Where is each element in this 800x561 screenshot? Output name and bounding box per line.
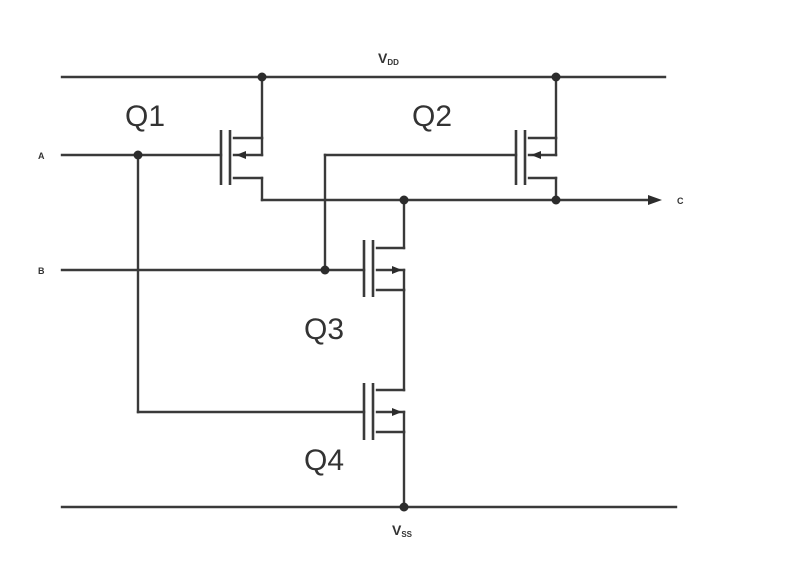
q4-label: Q4 <box>304 444 344 477</box>
q2-label: Q2 <box>412 100 452 133</box>
junction-dot <box>399 195 409 205</box>
q1-label: Q1 <box>125 100 165 133</box>
input-b-net <box>60 153 518 272</box>
transistor-q4 <box>362 383 406 509</box>
transistor-q3 <box>362 198 406 392</box>
junction-dot <box>257 72 267 82</box>
port-b-label: B <box>38 266 45 276</box>
vdd-label: VDD <box>378 50 399 67</box>
port-a-label: A <box>38 151 45 161</box>
input-a-net <box>60 153 366 414</box>
junction-dot <box>551 72 561 82</box>
vss-label: VSS <box>392 522 413 539</box>
output-arrow <box>648 195 662 205</box>
junction-dot <box>320 265 330 275</box>
junction-dot <box>133 150 143 160</box>
transistor-q2 <box>514 75 558 202</box>
junction-dot <box>551 195 561 205</box>
junction-dot <box>399 502 409 512</box>
transistor-q1 <box>219 75 264 202</box>
q3-label: Q3 <box>304 313 344 346</box>
port-c-label: C <box>677 196 684 206</box>
